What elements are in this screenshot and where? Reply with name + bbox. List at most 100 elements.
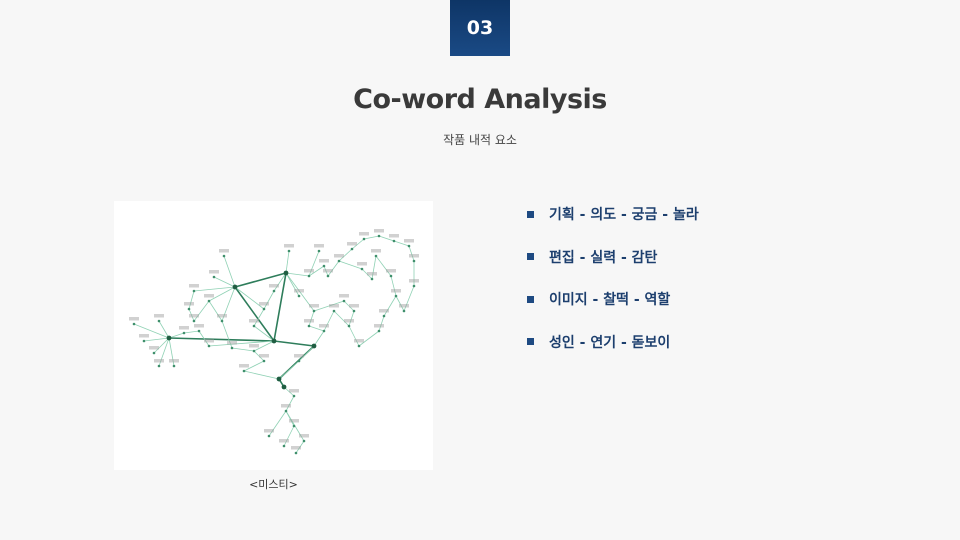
network-node (292, 424, 296, 428)
network-edge (193, 286, 236, 292)
network-graph-svg (129, 229, 419, 455)
network-edge (213, 276, 236, 288)
network-edge (193, 300, 210, 322)
network-node (222, 254, 226, 258)
network-node (382, 314, 386, 318)
network-edge (234, 272, 287, 288)
node-label-mark (379, 309, 389, 313)
network-node (212, 275, 216, 279)
network-node (360, 267, 364, 271)
network-edge (363, 235, 380, 240)
node-label-mark (209, 270, 219, 274)
network-edge (298, 345, 315, 362)
list-item: 이미지 - 찰떡 - 역할 (527, 289, 699, 309)
network-edge (223, 255, 236, 288)
list-item: 기획 - 의도 - 궁금 - 놀라 (527, 204, 699, 224)
network-edge (285, 272, 315, 312)
bullet-square-icon (527, 295, 534, 303)
network-node (187, 307, 191, 311)
keyword-chain-text: 성인 - 연기 - 돋보이 (549, 334, 671, 351)
node-label-mark (299, 434, 309, 438)
network-edge (221, 286, 236, 322)
network-node (307, 324, 311, 328)
node-label-mark (217, 314, 227, 318)
network-edge (285, 395, 295, 412)
node-label-mark (399, 304, 409, 308)
network-edge (208, 286, 236, 302)
network-edge (234, 286, 275, 342)
network-edge (234, 286, 265, 310)
network-node (267, 434, 271, 438)
network-node (412, 284, 416, 288)
network-edge (143, 337, 170, 342)
network-edge (308, 250, 320, 277)
network-node (152, 351, 156, 355)
network-node (307, 274, 311, 278)
network-edge (308, 310, 315, 327)
network-edge (243, 370, 280, 380)
node-label-mark (359, 232, 369, 236)
node-label-mark (281, 404, 291, 408)
network-edge (361, 268, 373, 280)
network-node (281, 384, 287, 390)
network-edge (338, 248, 353, 262)
node-label-mark (259, 354, 269, 358)
network-node (326, 274, 330, 278)
bullet-square-icon (527, 253, 534, 260)
node-label-mark (227, 341, 237, 345)
network-node (374, 254, 378, 258)
network-node (302, 439, 306, 443)
node-label-mark (354, 339, 364, 343)
network-node (192, 289, 196, 293)
network-edge (308, 265, 325, 277)
network-edge (188, 308, 195, 322)
network-edge (358, 330, 380, 347)
node-label-mark (289, 419, 299, 423)
network-node (276, 376, 282, 382)
network-edge (243, 360, 265, 372)
network-edge (395, 295, 405, 312)
network-node (207, 344, 211, 348)
node-label-mark (269, 284, 279, 288)
network-node (242, 369, 246, 373)
network-edge (283, 425, 295, 447)
network-node (284, 409, 288, 413)
network-node (272, 289, 276, 293)
node-label-mark (249, 319, 259, 323)
network-edge (263, 290, 275, 310)
network-node (322, 264, 326, 268)
network-edge (153, 337, 170, 354)
network-edge (158, 320, 170, 339)
section-number-badge: 03 (450, 0, 510, 56)
node-label-mark (284, 244, 294, 248)
network-node (362, 237, 366, 241)
network-node (350, 247, 354, 251)
network-edge (253, 350, 265, 362)
keyword-chain-list: 기획 - 의도 - 궁금 - 놀라 편집 - 실력 - 감탄 이미지 - 찰떡 … (527, 204, 699, 374)
bullet-square-icon (527, 338, 534, 345)
network-node (197, 329, 201, 333)
network-node (192, 319, 196, 323)
network-node (182, 331, 186, 335)
node-label-mark (204, 294, 214, 298)
network-node (357, 344, 361, 348)
node-label-mark (344, 319, 354, 323)
network-edge (188, 290, 195, 310)
network-edge (268, 410, 287, 437)
node-label-mark (139, 334, 149, 338)
network-node (157, 364, 161, 368)
list-item: 편집 - 실력 - 감탄 (527, 247, 699, 267)
bullet-square-icon (527, 210, 534, 218)
network-node (252, 324, 256, 328)
node-label-mark (239, 364, 249, 368)
node-label-mark (154, 359, 164, 363)
keyword-chain-text: 이미지 - 찰떡 - 역할 (549, 292, 671, 308)
node-label-mark (129, 317, 139, 321)
network-node (271, 338, 277, 344)
node-label-mark (374, 229, 384, 233)
network-node (132, 322, 136, 326)
node-label-mark (386, 269, 396, 273)
network-node (394, 294, 398, 298)
network-edge (221, 320, 233, 349)
network-edge (393, 240, 410, 247)
